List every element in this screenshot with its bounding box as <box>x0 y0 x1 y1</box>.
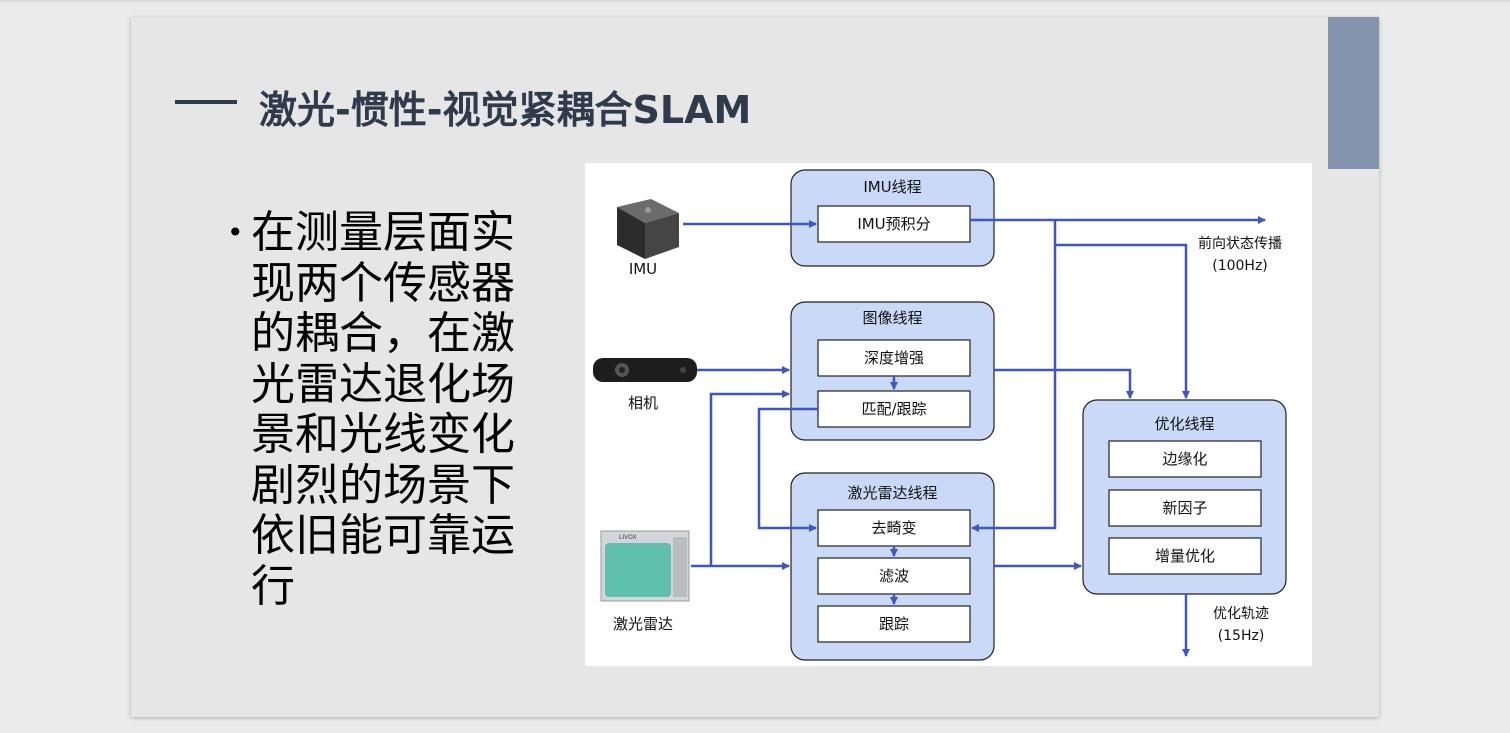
marginalization-box <box>1108 440 1262 478</box>
undistort-label: 去畸变 <box>871 519 916 537</box>
camera-device-icon <box>593 358 697 382</box>
filter-label: 滤波 <box>879 567 909 585</box>
image-to-opt-arrow <box>994 368 1134 399</box>
match-to-undistort-arrow <box>757 407 818 532</box>
lidar-sensor-label: 激光雷达 <box>613 615 673 633</box>
forward-propagation-label-2: (100Hz) <box>1212 258 1268 274</box>
slide-title: 激光-惯性-视觉紧耦合SLAM <box>259 88 752 132</box>
new-factor-box <box>1108 489 1262 527</box>
imu-device-icon <box>617 199 679 259</box>
incremental-opt-label: 增量优化 <box>1155 547 1215 565</box>
imu-thread-title: IMU线程 <box>863 178 921 196</box>
top-border <box>0 0 1510 2</box>
imu-preintegration-box <box>817 205 971 243</box>
marginalization-label: 边缘化 <box>1162 450 1207 468</box>
trajectory-label-2: (15Hz) <box>1218 628 1265 644</box>
image-thread-title: 图像线程 <box>862 309 922 327</box>
bullet-point: • 在测量层面实现两个传感器的耦合，在激光雷达退化场景和光线变化剧烈的场景下依旧… <box>227 207 541 612</box>
imu-preintegration-label: IMU预积分 <box>857 215 930 233</box>
match-track-label: 匹配/跟踪 <box>861 400 926 418</box>
imu-to-lidar-arrow <box>971 220 1057 532</box>
lidar-track-label: 跟踪 <box>879 615 909 633</box>
bullet-text: 在测量层面实现两个传感器的耦合，在激光雷达退化场景和光线变化剧烈的场景下依旧能可… <box>251 207 515 612</box>
depth-enhance-box <box>817 339 971 377</box>
trajectory-label-1: 优化轨迹 <box>1213 606 1269 622</box>
lidar-to-image-arrow <box>709 390 790 566</box>
lidar-track-box <box>817 605 971 643</box>
lidar-thread-title: 激光雷达线程 <box>847 484 937 502</box>
undistort-box <box>817 509 971 547</box>
system-diagram: IMU线程 图像线程 激光雷达线程 优化线程 IMU预积分 深度增强 匹配/跟踪… <box>585 163 1312 666</box>
bullet-dot-icon: • <box>227 216 244 249</box>
camera-sensor-label: 相机 <box>628 394 658 412</box>
diagram-canvas: IMU线程 图像线程 激光雷达线程 优化线程 IMU预积分 深度增强 匹配/跟踪… <box>593 169 1287 661</box>
svg-text:LIVOX: LIVOX <box>619 534 637 541</box>
lidar-device-icon: LIVOX <box>600 530 690 602</box>
imu-sensor-label: IMU <box>629 260 657 278</box>
opt-thread-title: 优化线程 <box>1154 415 1214 433</box>
forward-propagation-label-1: 前向状态传播 <box>1198 235 1282 252</box>
imu-to-opt-arrow <box>1055 243 1190 399</box>
title-dash <box>175 100 237 104</box>
accent-bar <box>1328 17 1379 169</box>
diagram-arrows <box>683 216 1266 657</box>
match-track-box <box>817 390 971 428</box>
new-factor-label: 新因子 <box>1162 499 1207 517</box>
slide: 激光-惯性-视觉紧耦合SLAM • 在测量层面实现两个传感器的耦合，在激光雷达退… <box>131 17 1379 717</box>
depth-enhance-label: 深度增强 <box>864 349 924 367</box>
incremental-opt-box <box>1108 537 1262 575</box>
